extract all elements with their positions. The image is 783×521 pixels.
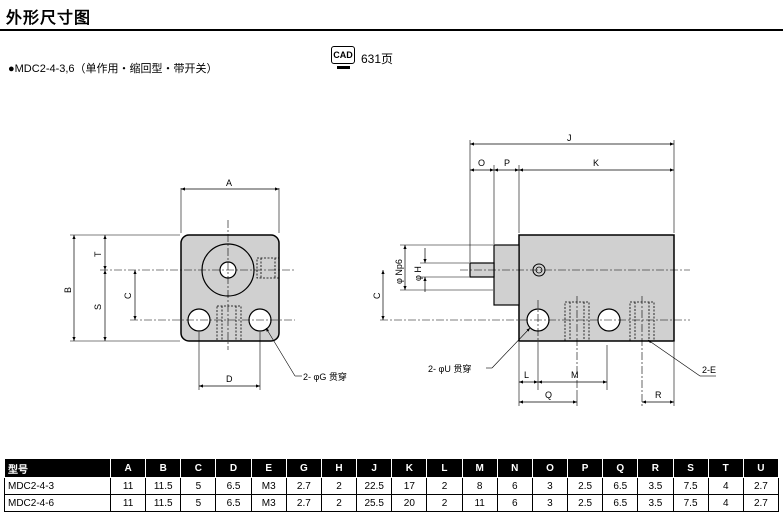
table-header-cell: U	[742, 458, 780, 478]
table-header-cell: J	[356, 458, 393, 478]
table-cell: 6.5	[602, 477, 639, 495]
table-cell: 6.5	[602, 494, 639, 512]
cad-page-link[interactable]: 631页	[361, 52, 394, 66]
table-header-cell: K	[391, 458, 428, 478]
table-cell: 2.7	[285, 494, 322, 512]
table-header-cell: R	[637, 458, 674, 478]
table-header-cell: Q	[602, 458, 639, 478]
table-cell: 6.5	[215, 477, 252, 495]
callout-e: 2-E	[702, 365, 716, 375]
table-cell: 2.7	[742, 477, 780, 495]
front-view: A B T S C D 2- φG 贯穿	[63, 178, 347, 390]
table-cell: 11.5	[145, 477, 182, 495]
table-cell: 7.5	[672, 494, 709, 512]
title-rule	[0, 29, 783, 31]
table-cell: MDC2-4-6	[4, 494, 111, 512]
table-cell: 11	[461, 494, 498, 512]
dim-label-m: M	[571, 370, 579, 380]
table-cell: 11	[109, 477, 147, 495]
dim-label-d: D	[226, 374, 233, 384]
dim-label-a: A	[226, 178, 232, 188]
table-cell: M3	[250, 494, 287, 512]
dimension-table: 型号 A B C D E G H J K L M N O P Q R S T U…	[4, 458, 780, 512]
dim-label-s: S	[93, 304, 103, 310]
dim-label-h: φ H	[413, 266, 423, 281]
table-cell: 6	[496, 494, 533, 512]
side-collar	[493, 244, 520, 306]
table-cell: 22.5	[356, 477, 393, 495]
dim-label-n: φ Np6	[394, 259, 404, 284]
table-cell: 6	[496, 477, 533, 495]
table-header-cell: M	[461, 458, 498, 478]
table-cell: 7.5	[672, 477, 709, 495]
dimension-drawing: A B T S C D 2- φG 贯穿	[63, 133, 716, 406]
side-view: J O P K φ Np6 φ H C L M Q	[372, 133, 716, 406]
table-cell: 8	[461, 477, 498, 495]
cad-icon[interactable]: CAD	[331, 46, 355, 64]
table-cell: 2	[320, 494, 358, 512]
table-cell: 3.5	[637, 477, 674, 495]
table-header-cell: 型号	[4, 458, 111, 478]
callout-u: 2- φU 贯穿	[428, 363, 471, 374]
table-header-row: 型号 A B C D E G H J K L M N O P Q R S T U	[4, 458, 780, 478]
table-cell: 4	[707, 494, 744, 512]
table-cell: 2.7	[285, 477, 322, 495]
table-cell: 2.5	[567, 494, 604, 512]
table-cell: 17	[391, 477, 428, 495]
model-line: ●MDC2-4-3,6（单作用・缩回型・带开关）	[8, 63, 218, 75]
table-header-cell: S	[672, 458, 709, 478]
table-cell: MDC2-4-3	[4, 477, 111, 495]
dim-label-p: P	[504, 158, 510, 168]
dim-label-l: L	[524, 370, 529, 380]
table-cell: 3	[531, 494, 569, 512]
dim-label-o: O	[478, 158, 485, 168]
table-cell: 4	[707, 477, 744, 495]
table-cell: 25.5	[356, 494, 393, 512]
table-header-cell: G	[285, 458, 322, 478]
dim-label-k: K	[593, 158, 599, 168]
table-row: MDC2-4-3 11 11.5 5 6.5 M3 2.7 2 22.5 17 …	[4, 477, 780, 495]
dim-label-q: Q	[545, 390, 552, 400]
cad-icon-stand	[337, 66, 350, 69]
table-cell: 11	[109, 494, 147, 512]
table-header-cell: E	[250, 458, 287, 478]
table-header-cell: A	[109, 458, 147, 478]
table-cell: 5	[180, 494, 217, 512]
table-cell: 2	[426, 494, 463, 512]
table-cell: M3	[250, 477, 287, 495]
table-cell: 2.5	[567, 477, 604, 495]
dim-label-c-side: C	[372, 292, 382, 299]
table-header-cell: O	[531, 458, 569, 478]
callout-g: 2- φG 贯穿	[303, 371, 347, 382]
table-cell: 5	[180, 477, 217, 495]
table-cell: 3	[531, 477, 569, 495]
table-row: MDC2-4-6 11 11.5 5 6.5 M3 2.7 2 25.5 20 …	[4, 494, 780, 512]
dim-label-c-front: C	[123, 292, 133, 299]
dim-label-j: J	[567, 133, 572, 143]
table-header-cell: T	[707, 458, 744, 478]
table-cell: 11.5	[145, 494, 182, 512]
table-cell: 2	[426, 477, 463, 495]
dim-label-b: B	[63, 287, 73, 293]
table-cell: 6.5	[215, 494, 252, 512]
table-cell: 2	[320, 477, 358, 495]
table-header-cell: D	[215, 458, 252, 478]
page-title: 外形尺寸图	[6, 10, 92, 27]
table-header-cell: L	[426, 458, 463, 478]
table-header-cell: N	[496, 458, 533, 478]
table-header-cell: P	[567, 458, 604, 478]
table-cell: 20	[391, 494, 428, 512]
dim-label-t: T	[93, 251, 103, 257]
table-cell: 3.5	[637, 494, 674, 512]
table-header-cell: B	[145, 458, 182, 478]
table-cell: 2.7	[742, 494, 780, 512]
table-header-cell: C	[180, 458, 217, 478]
table-header-cell: H	[320, 458, 358, 478]
dim-label-r: R	[655, 390, 662, 400]
